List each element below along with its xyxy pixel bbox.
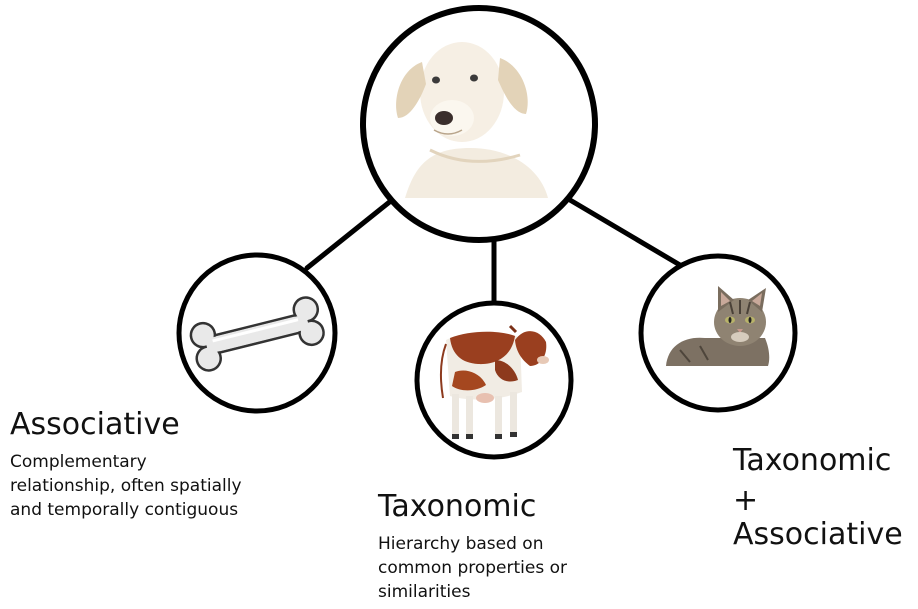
connectors — [304, 197, 688, 306]
associative-description: Complementary relationship, often spatia… — [10, 450, 242, 522]
associative-description-line: Complementary — [10, 452, 147, 472]
associative-description-line: relationship, often spatially — [10, 476, 242, 496]
dog-icon — [396, 42, 548, 198]
cow-icon — [440, 324, 549, 439]
associative-description-line: and temporally contiguous — [10, 500, 239, 520]
taxonomic-associative-title-line2: + Associative — [733, 483, 903, 552]
left-node — [176, 252, 338, 414]
connector-left — [304, 197, 395, 271]
taxonomic-description-line: Hierarchy based on — [378, 534, 544, 554]
taxonomic-description-line: common properties or — [378, 558, 567, 578]
cat-icon — [666, 286, 770, 366]
right-node — [638, 253, 798, 413]
connector-right — [567, 197, 688, 271]
center-node — [360, 5, 598, 243]
taxonomic-description: Hierarchy based on common properties or … — [378, 532, 567, 604]
middle-node — [414, 300, 574, 460]
taxonomic-description-line: similarities — [378, 582, 471, 602]
bone-icon — [189, 296, 325, 372]
associative-title: Associative — [10, 407, 180, 442]
taxonomic-associative-title-line1: Taxonomic — [733, 443, 892, 478]
taxonomic-title: Taxonomic — [378, 489, 537, 524]
